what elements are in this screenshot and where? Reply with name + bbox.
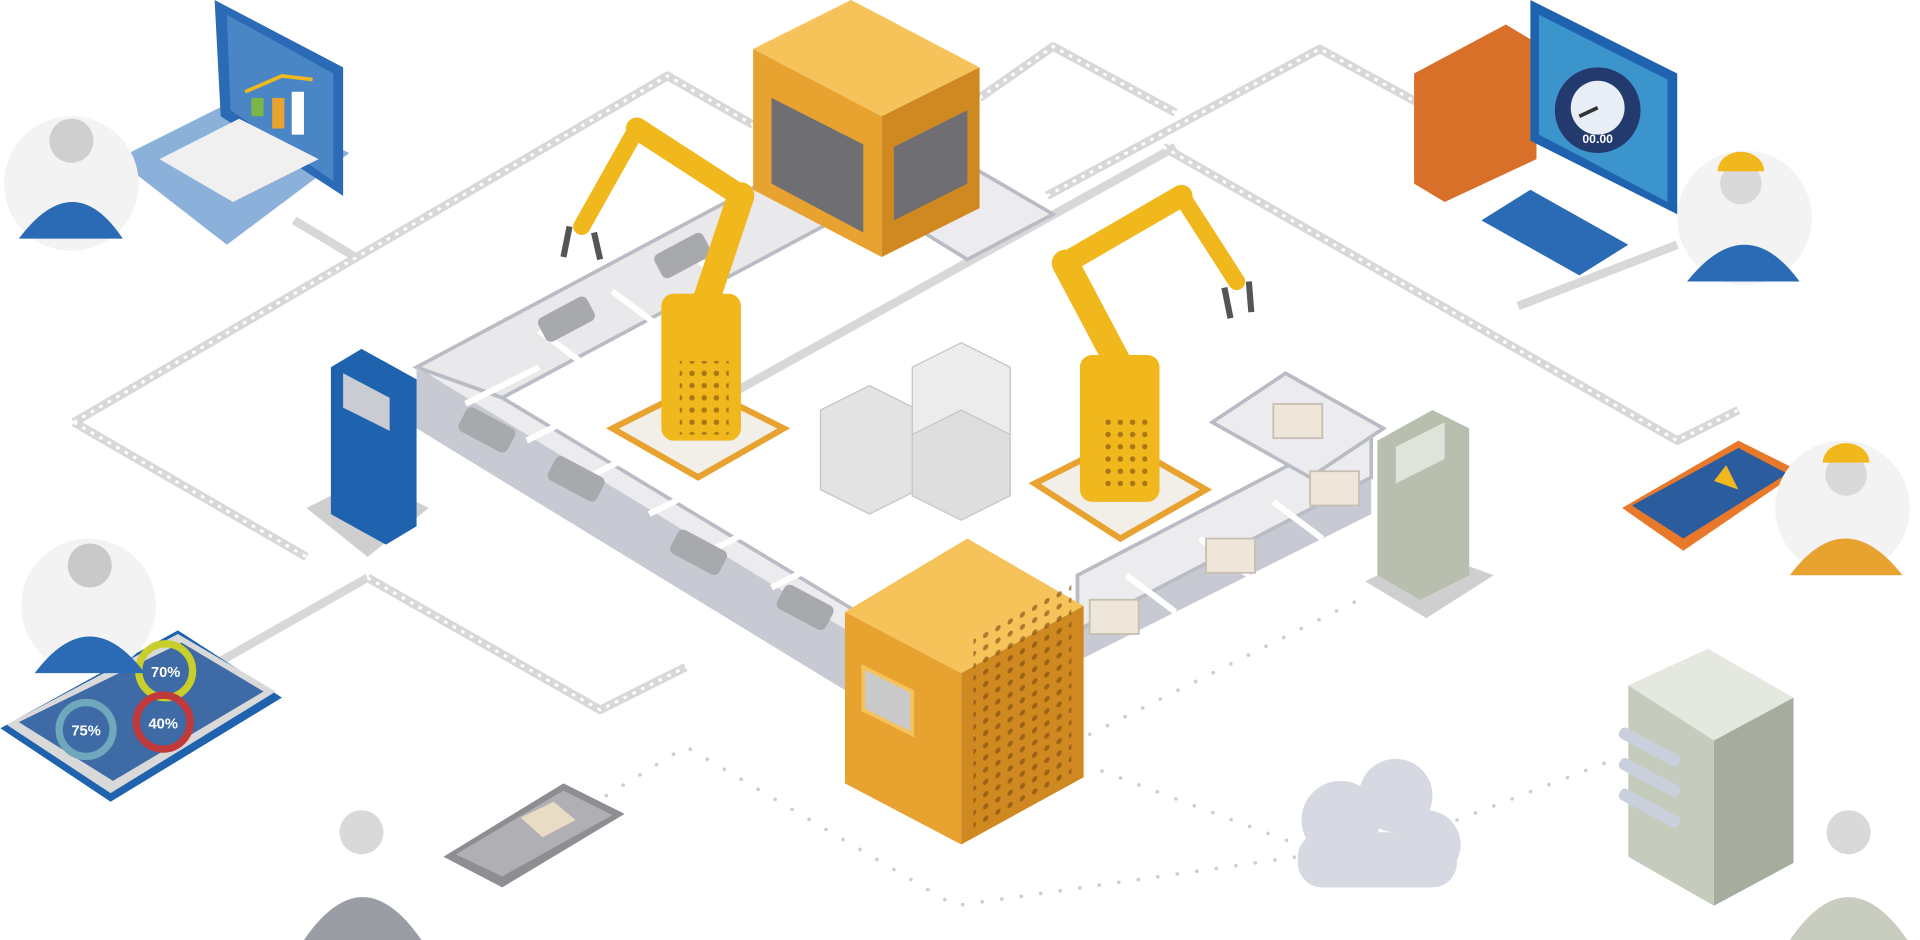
robot-arm-icon bbox=[560, 117, 791, 481]
person-icon bbox=[4, 116, 139, 251]
phone-warning-icon bbox=[1622, 440, 1800, 551]
wireless-dotted-lines bbox=[604, 597, 1618, 908]
cardboard-boxes bbox=[819, 342, 1011, 521]
bottom-machine bbox=[844, 538, 1084, 845]
gauge-75-label: 75% bbox=[71, 724, 100, 740]
person-icon bbox=[21, 538, 156, 674]
gauge-40-label: 40% bbox=[149, 716, 178, 732]
server-icon bbox=[1618, 648, 1794, 906]
gauge-40 bbox=[132, 691, 194, 753]
network-lines-inner bbox=[73, 44, 1740, 712]
kiosk-icon bbox=[1365, 410, 1494, 619]
person-icon bbox=[1677, 150, 1812, 286]
person-icon bbox=[303, 810, 422, 940]
computer-gauge-icon: 00.00 bbox=[1414, 0, 1678, 276]
person-icon bbox=[1789, 810, 1908, 940]
laptop-chart-icon bbox=[116, 0, 350, 245]
phone-mail-icon bbox=[443, 783, 625, 888]
kiosk-icon bbox=[306, 348, 429, 557]
person-icon bbox=[1775, 440, 1910, 576]
top-machine bbox=[753, 0, 980, 258]
cloud-icon bbox=[1297, 758, 1461, 888]
conveyor-icon bbox=[412, 169, 1387, 698]
gauge-readout: 00.00 bbox=[1582, 132, 1613, 146]
gauge-75 bbox=[55, 698, 117, 761]
gauge-70-label: 70% bbox=[151, 665, 180, 681]
robot-arm-icon bbox=[1028, 184, 1255, 543]
